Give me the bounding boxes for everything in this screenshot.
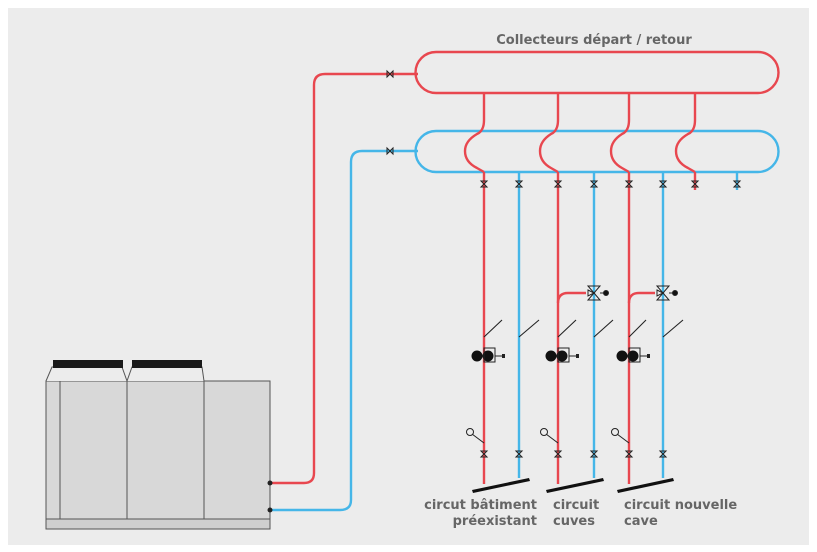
circuit-bases <box>472 478 674 493</box>
gate-valves <box>386 69 742 458</box>
valve-icon <box>589 450 599 458</box>
circuit-2-label-line2: cuves <box>553 514 595 529</box>
divider-4 <box>674 93 697 174</box>
circuit-1-label-line2: préexistant <box>453 514 537 529</box>
chiller-fan-1 <box>53 360 123 368</box>
collector-dividers <box>463 93 697 174</box>
thermometer-icon <box>628 319 647 338</box>
pump-icon <box>545 347 579 363</box>
thermometer-icon <box>593 319 614 338</box>
circuit-1-label-line1: circut bâtiment <box>424 498 537 513</box>
sensor-probe-icon <box>611 428 630 444</box>
chiller-fan-2 <box>132 360 202 368</box>
circuit-base <box>472 478 530 493</box>
three-way-valve-icon <box>655 285 678 301</box>
thermometer-icon <box>557 319 577 338</box>
main-supply-pipe <box>270 72 418 485</box>
circuit-base <box>617 478 674 493</box>
chiller-base <box>45 518 271 530</box>
thermometer-icon <box>483 319 503 338</box>
circuit-2-label-line1: circuit <box>553 498 599 513</box>
three-way-valves <box>586 285 678 301</box>
collector-title: Collecteurs départ / retour <box>496 33 692 48</box>
main-return-pipe <box>270 149 418 512</box>
divider-1 <box>463 93 486 174</box>
pump-icon <box>471 347 505 363</box>
sensor-probe-icon <box>466 428 485 444</box>
valve-icon <box>732 180 742 188</box>
chiller-body <box>45 380 271 520</box>
supply-collector <box>414 50 780 95</box>
main-pipes <box>270 72 418 512</box>
circuit-labels: circut bâtiment préexistant circuit cuve… <box>424 498 737 529</box>
valve-icon <box>624 450 634 458</box>
return-collector <box>414 129 780 174</box>
pumps <box>471 347 650 363</box>
valve-icon <box>479 180 489 188</box>
valve-icon <box>658 450 668 458</box>
thermometer-icon <box>518 319 540 338</box>
valve-icon <box>514 450 524 458</box>
circuit-3-label-line2: cave <box>624 514 658 529</box>
valve-icon <box>386 69 394 79</box>
thermometer-icon <box>662 319 684 338</box>
thermometers <box>483 319 684 338</box>
valve-icon <box>553 450 563 458</box>
circuit-3-label-line1: circuit nouvelle <box>624 498 737 513</box>
collectors <box>414 50 780 174</box>
pump-icon <box>616 347 650 363</box>
circuit-3-bypass <box>627 291 655 304</box>
divider-2 <box>538 93 560 174</box>
valve-icon <box>690 180 700 188</box>
valve-icon <box>514 180 524 188</box>
valve-icon <box>479 450 489 458</box>
chiller-outlet-return <box>267 507 273 513</box>
sensor-probe-icon <box>540 428 559 444</box>
circuit-pipes <box>482 172 739 484</box>
valve-icon <box>589 180 599 188</box>
three-way-valve-icon <box>586 285 609 301</box>
chiller-outlet-supply <box>267 480 273 486</box>
valve-icon <box>658 180 668 188</box>
sensor-probes <box>466 428 630 444</box>
valve-icon <box>624 180 634 188</box>
valve-icon <box>553 180 563 188</box>
valve-icon <box>386 146 394 156</box>
divider-3 <box>609 93 631 174</box>
circuit-2-bypass <box>556 291 586 304</box>
circuit-base <box>546 478 604 493</box>
chiller-icon <box>45 360 273 530</box>
